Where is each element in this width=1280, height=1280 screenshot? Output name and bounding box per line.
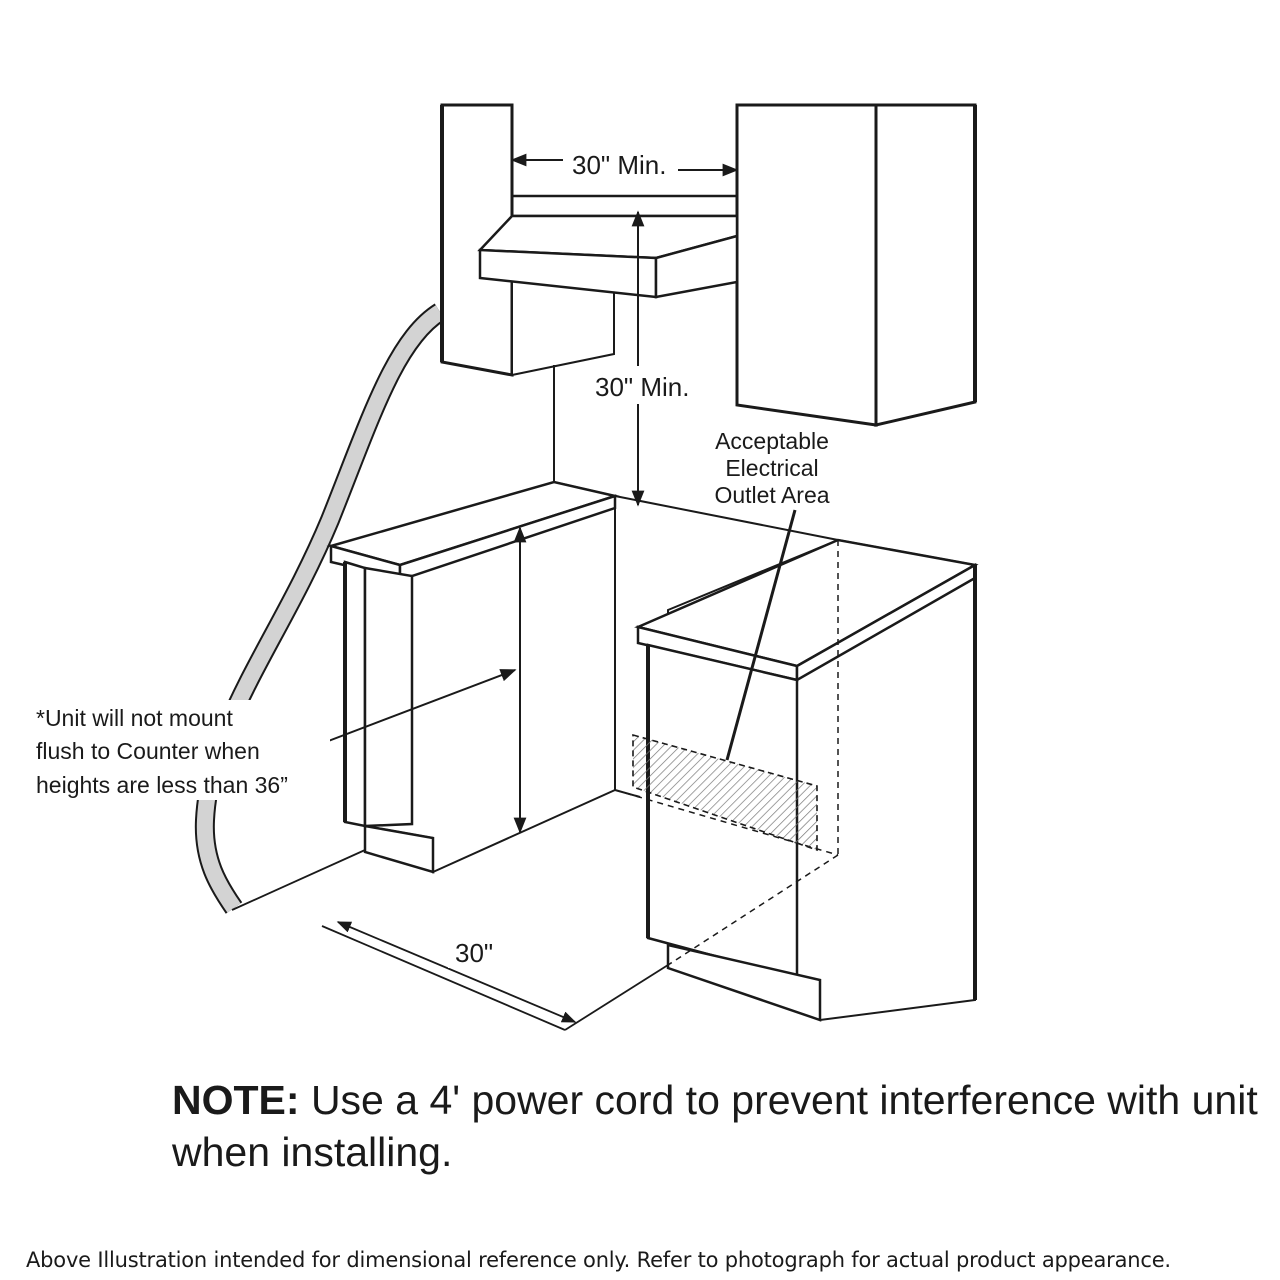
outlet-area-leader	[725, 509, 797, 761]
note-label: NOTE:	[172, 1077, 300, 1123]
svg-text:heights are less than 36”: heights are less than 36”	[36, 772, 288, 798]
top-width-label: 30" Min.	[572, 150, 667, 180]
note-text: Use a 4' power cord to prevent interfere…	[172, 1077, 1258, 1175]
outlet-area-callout: Acceptable Electrical Outlet Area	[714, 428, 829, 508]
counter-note-leader	[309, 669, 517, 749]
left-upper-cabinet	[440, 103, 615, 377]
installation-note: NOTE: Use a 4' power cord to prevent int…	[172, 1074, 1262, 1178]
counter-note-callout: *Unit will not mount flush to Counter wh…	[30, 700, 330, 800]
svg-text:Acceptable: Acceptable	[715, 428, 829, 454]
disclaimer: Above Illustration intended for dimensio…	[26, 1248, 1171, 1272]
outlet-area-hatch	[632, 733, 818, 852]
svg-text:*Unit will not mount: *Unit will not mount	[36, 705, 233, 731]
depth-dimension	[231, 849, 669, 1031]
clearance-label: 30" Min.	[595, 372, 690, 402]
svg-text:Outlet Area: Outlet Area	[714, 482, 829, 508]
left-lower-cabinet	[326, 480, 620, 874]
svg-text:Electrical: Electrical	[725, 455, 818, 481]
depth-label: 30"	[455, 938, 493, 968]
top-width-dimension	[510, 153, 739, 177]
svg-text:flush to Counter when: flush to Counter when	[36, 738, 260, 764]
right-upper-cabinet	[735, 103, 977, 427]
range-hood	[477, 194, 739, 299]
hidden-lines	[614, 540, 839, 966]
